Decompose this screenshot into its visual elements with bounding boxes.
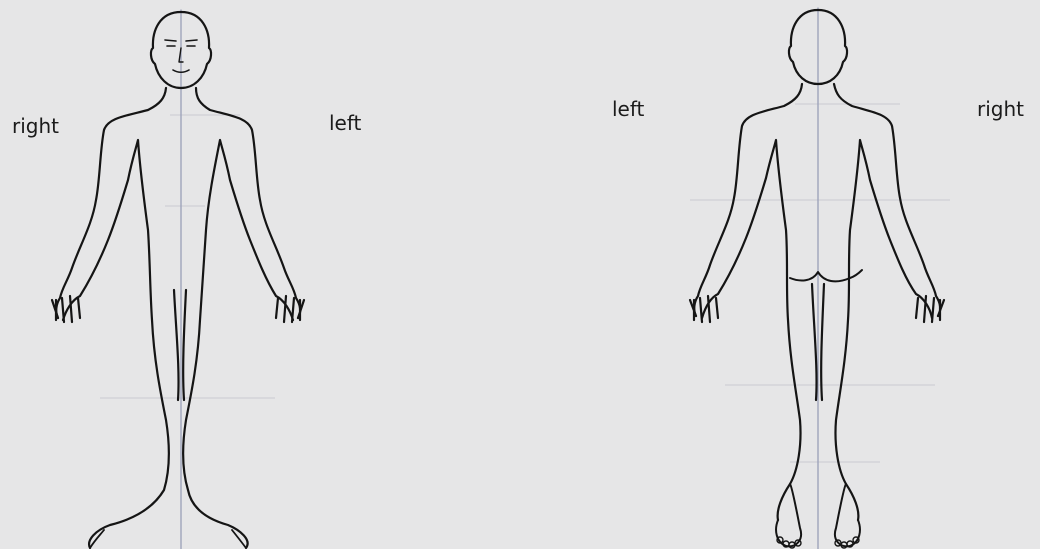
front-body-outline: [56, 88, 300, 548]
front-inner-legs: [174, 290, 186, 400]
back-body-view: [690, 8, 944, 549]
front-label-right: right: [12, 114, 59, 138]
back-body-outline: [694, 84, 940, 520]
front-label-left: left: [329, 111, 361, 135]
front-body-view: [52, 10, 304, 549]
back-left-hand: [690, 296, 718, 322]
faint-lines: [100, 104, 950, 462]
back-label-right: right: [977, 97, 1024, 121]
back-buttocks: [790, 270, 862, 281]
front-feet: [90, 530, 246, 548]
back-label-left: left: [612, 97, 644, 121]
